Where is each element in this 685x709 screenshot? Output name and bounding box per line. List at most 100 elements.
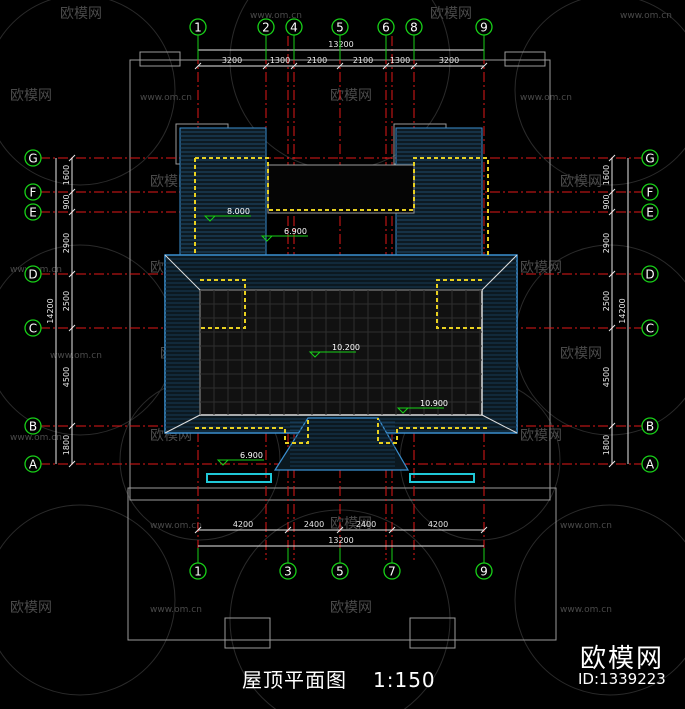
axis-bubble-bottom-3 <box>279 562 297 580</box>
watermark-logo: 欧模网 <box>560 174 602 190</box>
axis-bubble-left-B-label: B <box>29 420 37 434</box>
axis-bubble-bottom-7-label: 7 <box>388 565 396 579</box>
axis-bubble-right-F-label: F <box>647 186 654 200</box>
bottom-dimension-label: 4200 <box>428 520 448 529</box>
brand-id: ID:1339223 <box>578 670 666 688</box>
right-dimension-tick <box>608 324 616 332</box>
right-dimension-tick <box>608 208 616 216</box>
hip-ridge <box>481 414 518 434</box>
elevation-label: 8.000 <box>227 207 250 216</box>
right-dimension-label: 4500 <box>602 367 611 387</box>
axis-bubble-top-9 <box>475 18 493 36</box>
watermark-url: www.om.cn <box>250 11 302 21</box>
axis-bubble-top-8 <box>405 18 423 36</box>
axis-bubble-right-G-label: G <box>645 152 654 166</box>
elevation-label: 10.900 <box>420 399 448 408</box>
left-dimension-tick <box>68 188 76 196</box>
axis-bubble-right-D-label: D <box>645 268 654 282</box>
bottom-dimension-label: 2400 <box>304 520 324 529</box>
axis-bubble-top-8-label: 8 <box>410 21 418 35</box>
left-dimension-label: 4500 <box>62 367 71 387</box>
watermark-url: www.om.cn <box>10 433 62 443</box>
axis-bubble-left-D-label: D <box>28 268 37 282</box>
top-dimension-tick <box>382 62 390 70</box>
axis-bubble-right-C <box>641 319 659 337</box>
right-dimension-total-label: 14200 <box>618 298 627 323</box>
axis-bubble-right-A-label: A <box>646 458 655 472</box>
top-dimension-tick <box>290 62 298 70</box>
drawing-scale: 1:150 <box>373 668 436 692</box>
gutter <box>200 279 246 329</box>
watermark-logo: 欧模网 <box>10 600 52 616</box>
axis-bubble-left-G <box>24 149 42 167</box>
axis-bubble-left-A-label: A <box>29 458 38 472</box>
gutter <box>195 418 309 444</box>
top-dimension-tick <box>336 62 344 70</box>
hip-ridge <box>164 254 201 291</box>
watermark-url: www.om.cn <box>560 521 612 531</box>
right-dimension-label: 1800 <box>602 435 611 455</box>
right-dimension-label: 2900 <box>602 233 611 253</box>
axis-bubble-left-D <box>24 265 42 283</box>
watermark-url: www.om.cn <box>50 351 102 361</box>
watermark-logo: 欧模网 <box>430 6 472 22</box>
right-dimension-tick <box>608 154 616 162</box>
left-dimension-label: 1600 <box>62 165 71 185</box>
axis-bubble-left-B <box>24 417 42 435</box>
axis-bubble-right-C-label: C <box>646 322 654 336</box>
door-swing <box>224 617 271 649</box>
axis-bubble-bottom-5-label: 5 <box>336 565 344 579</box>
glass-canopy-left <box>206 473 272 483</box>
left-dimension-total-label: 14200 <box>46 298 55 323</box>
bottom-dimension-tick <box>336 526 344 534</box>
watermark-logo: 欧模网 <box>330 88 372 104</box>
axis-bubble-right-B-label: B <box>646 420 654 434</box>
axis-bubble-bottom-7 <box>383 562 401 580</box>
top-dimension-tick <box>480 62 488 70</box>
door-swing <box>504 51 546 67</box>
glass-canopy-right <box>409 473 475 483</box>
axis-bubble-bottom-1 <box>189 562 207 580</box>
axis-bubble-top-9-label: 9 <box>480 21 488 35</box>
watermark-url: www.om.cn <box>140 93 192 103</box>
left-dimension-tick <box>68 208 76 216</box>
roof-terrace <box>267 164 415 214</box>
watermark-arc <box>0 504 176 696</box>
watermark-url: www.om.cn <box>560 605 612 615</box>
bottom-dimension-tick <box>480 526 488 534</box>
elevation-label: 10.200 <box>332 343 360 352</box>
axis-bubble-top-2 <box>257 18 275 36</box>
axis-bubble-right-F <box>641 183 659 201</box>
axis-bubble-left-E-label: E <box>29 206 37 220</box>
watermark-logo: 欧模网 <box>520 260 562 276</box>
axis-bubble-left-E <box>24 203 42 221</box>
axis-bubble-left-F-label: F <box>30 186 37 200</box>
gutter <box>195 157 489 255</box>
watermark-logo: 欧模网 <box>330 600 372 616</box>
axis-bubble-left-F <box>24 183 42 201</box>
top-dimension-tick <box>262 62 270 70</box>
right-dimension-label: 1600 <box>602 165 611 185</box>
door-swing <box>139 51 181 67</box>
roof-planes <box>164 127 518 483</box>
axis-bubble-left-C <box>24 319 42 337</box>
axis-bubble-left-A <box>24 455 42 473</box>
top-dimension-label: 1300 <box>390 56 410 65</box>
bottom-dimension-tick <box>194 526 202 534</box>
axis-bubble-top-4-label: 4 <box>290 21 298 35</box>
axis-bubble-top-4 <box>285 18 303 36</box>
left-dimension-tick <box>68 422 76 430</box>
top-dimension-label: 3200 <box>439 56 459 65</box>
watermark-url: www.om.cn <box>150 521 202 531</box>
watermark-url: www.om.cn <box>150 605 202 615</box>
axis-bubble-right-E <box>641 203 659 221</box>
axis-bubble-right-B <box>641 417 659 435</box>
left-dimension-label: 2500 <box>62 291 71 311</box>
left-dimension-label: 900 <box>62 194 71 209</box>
watermark-logo: 欧模网 <box>560 346 602 362</box>
right-dimension-tick <box>608 188 616 196</box>
watermark-logo: 欧模网 <box>60 6 102 22</box>
bottom-dimension-label: 2400 <box>356 520 376 529</box>
